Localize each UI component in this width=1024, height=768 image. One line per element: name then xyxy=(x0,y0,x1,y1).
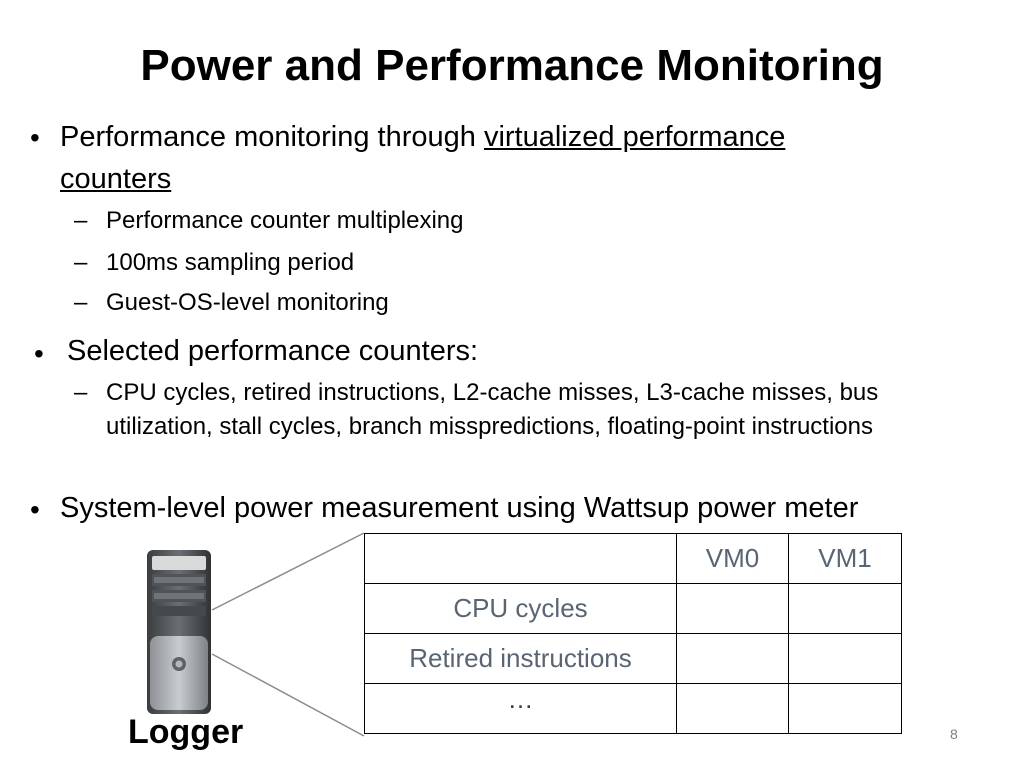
table-cell xyxy=(676,683,789,734)
table-row: … xyxy=(364,683,902,734)
bullet-selected-counters: Selected performance counters: xyxy=(67,335,479,367)
dash-marker: – xyxy=(74,379,88,406)
sub-bullet-guest-os: Guest-OS-level monitoring xyxy=(106,289,389,316)
bullet-marker: • xyxy=(30,494,40,525)
table-cell xyxy=(676,583,789,634)
bullet-text: Performance monitoring through xyxy=(60,121,484,153)
counter-table: VM0 VM1 CPU cycles Retired instructions … xyxy=(364,533,902,734)
table-cell xyxy=(788,683,902,734)
sub-bullet-counter-list: CPU cycles, retired instructions, L2-cac… xyxy=(106,379,879,440)
bullet-power-measurement: System-level power measurement using Wat… xyxy=(60,492,859,524)
page-number: 8 xyxy=(950,726,958,742)
table-cell xyxy=(788,633,902,684)
table-header-cell: VM0 xyxy=(676,533,789,584)
bullet-marker: • xyxy=(30,122,40,153)
dash-marker: – xyxy=(74,207,88,234)
computer-tower-icon xyxy=(147,550,211,714)
bullet-performance-monitoring: Performance monitoring through virtualiz… xyxy=(60,116,960,200)
table-cell: … xyxy=(364,683,677,734)
table-row: CPU cycles xyxy=(364,583,902,634)
slide-title: Power and Performance Monitoring xyxy=(140,41,884,90)
virtualized-counters-link-line2[interactable]: counters xyxy=(60,163,172,195)
table-cell xyxy=(788,583,902,634)
table-cell: Retired instructions xyxy=(364,633,677,684)
table-header-cell xyxy=(364,533,677,584)
bullet-marker: • xyxy=(34,338,44,369)
dash-marker: – xyxy=(74,289,88,316)
sub-bullet-multiplexing: Performance counter multiplexing xyxy=(106,207,464,234)
sub-bullet-sampling: 100ms sampling period xyxy=(106,249,355,276)
dash-marker: – xyxy=(74,249,88,276)
virtualized-counters-link-line1[interactable]: virtualized performance xyxy=(483,121,786,153)
logger-label: Logger xyxy=(128,713,244,751)
table-cell xyxy=(676,633,789,684)
table-header-cell: VM1 xyxy=(788,533,902,584)
table-cell: CPU cycles xyxy=(364,583,677,634)
table-header-row: VM0 VM1 xyxy=(364,533,902,584)
table-row: Retired instructions xyxy=(364,633,902,684)
